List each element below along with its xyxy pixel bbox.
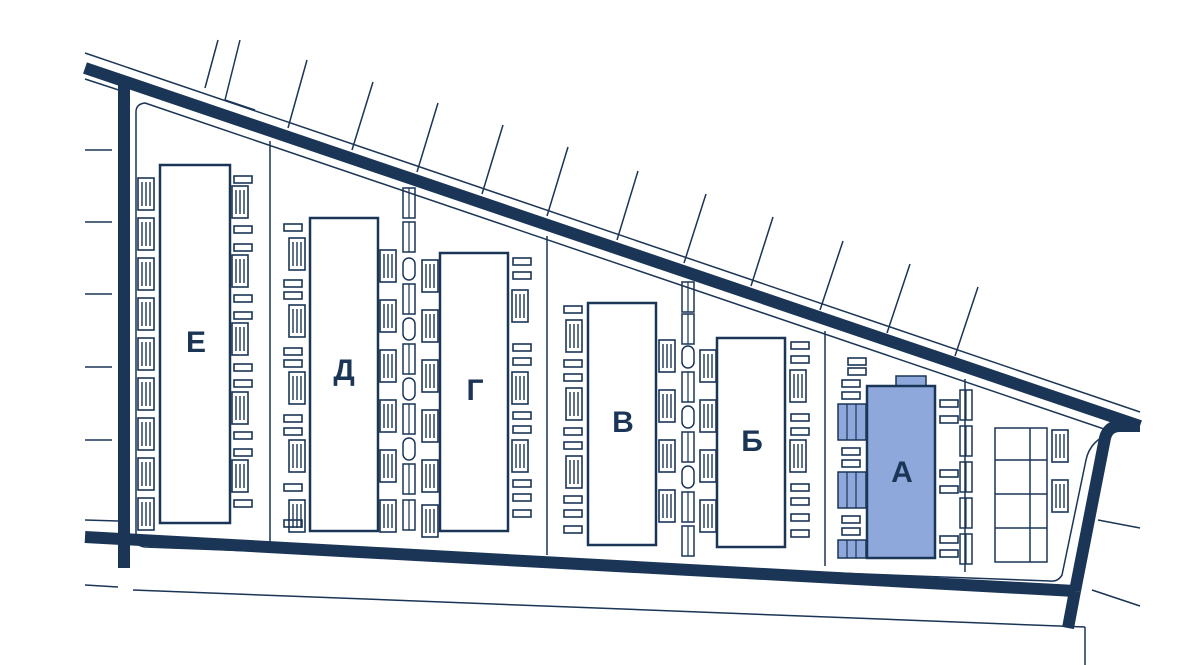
plaza	[994, 427, 1048, 563]
building-a-label: А	[891, 456, 913, 489]
building-e-label: Е	[186, 326, 206, 359]
building-b-label: Б	[741, 425, 763, 458]
building-v-label: В	[612, 406, 634, 439]
building-g-label: Г	[466, 374, 483, 407]
road-outline	[84, 52, 1141, 665]
building-a[interactable]: А	[865, 384, 937, 560]
building-d[interactable]: Д	[308, 216, 380, 533]
building-v[interactable]: В	[586, 301, 658, 547]
building-g[interactable]: Г	[438, 251, 510, 533]
top-parking-stripes	[204, 39, 979, 357]
site-boundary	[135, 102, 1116, 582]
building-e[interactable]: Е	[158, 163, 232, 525]
building-b[interactable]: Б	[715, 336, 787, 549]
building-d-label: Д	[333, 354, 354, 387]
